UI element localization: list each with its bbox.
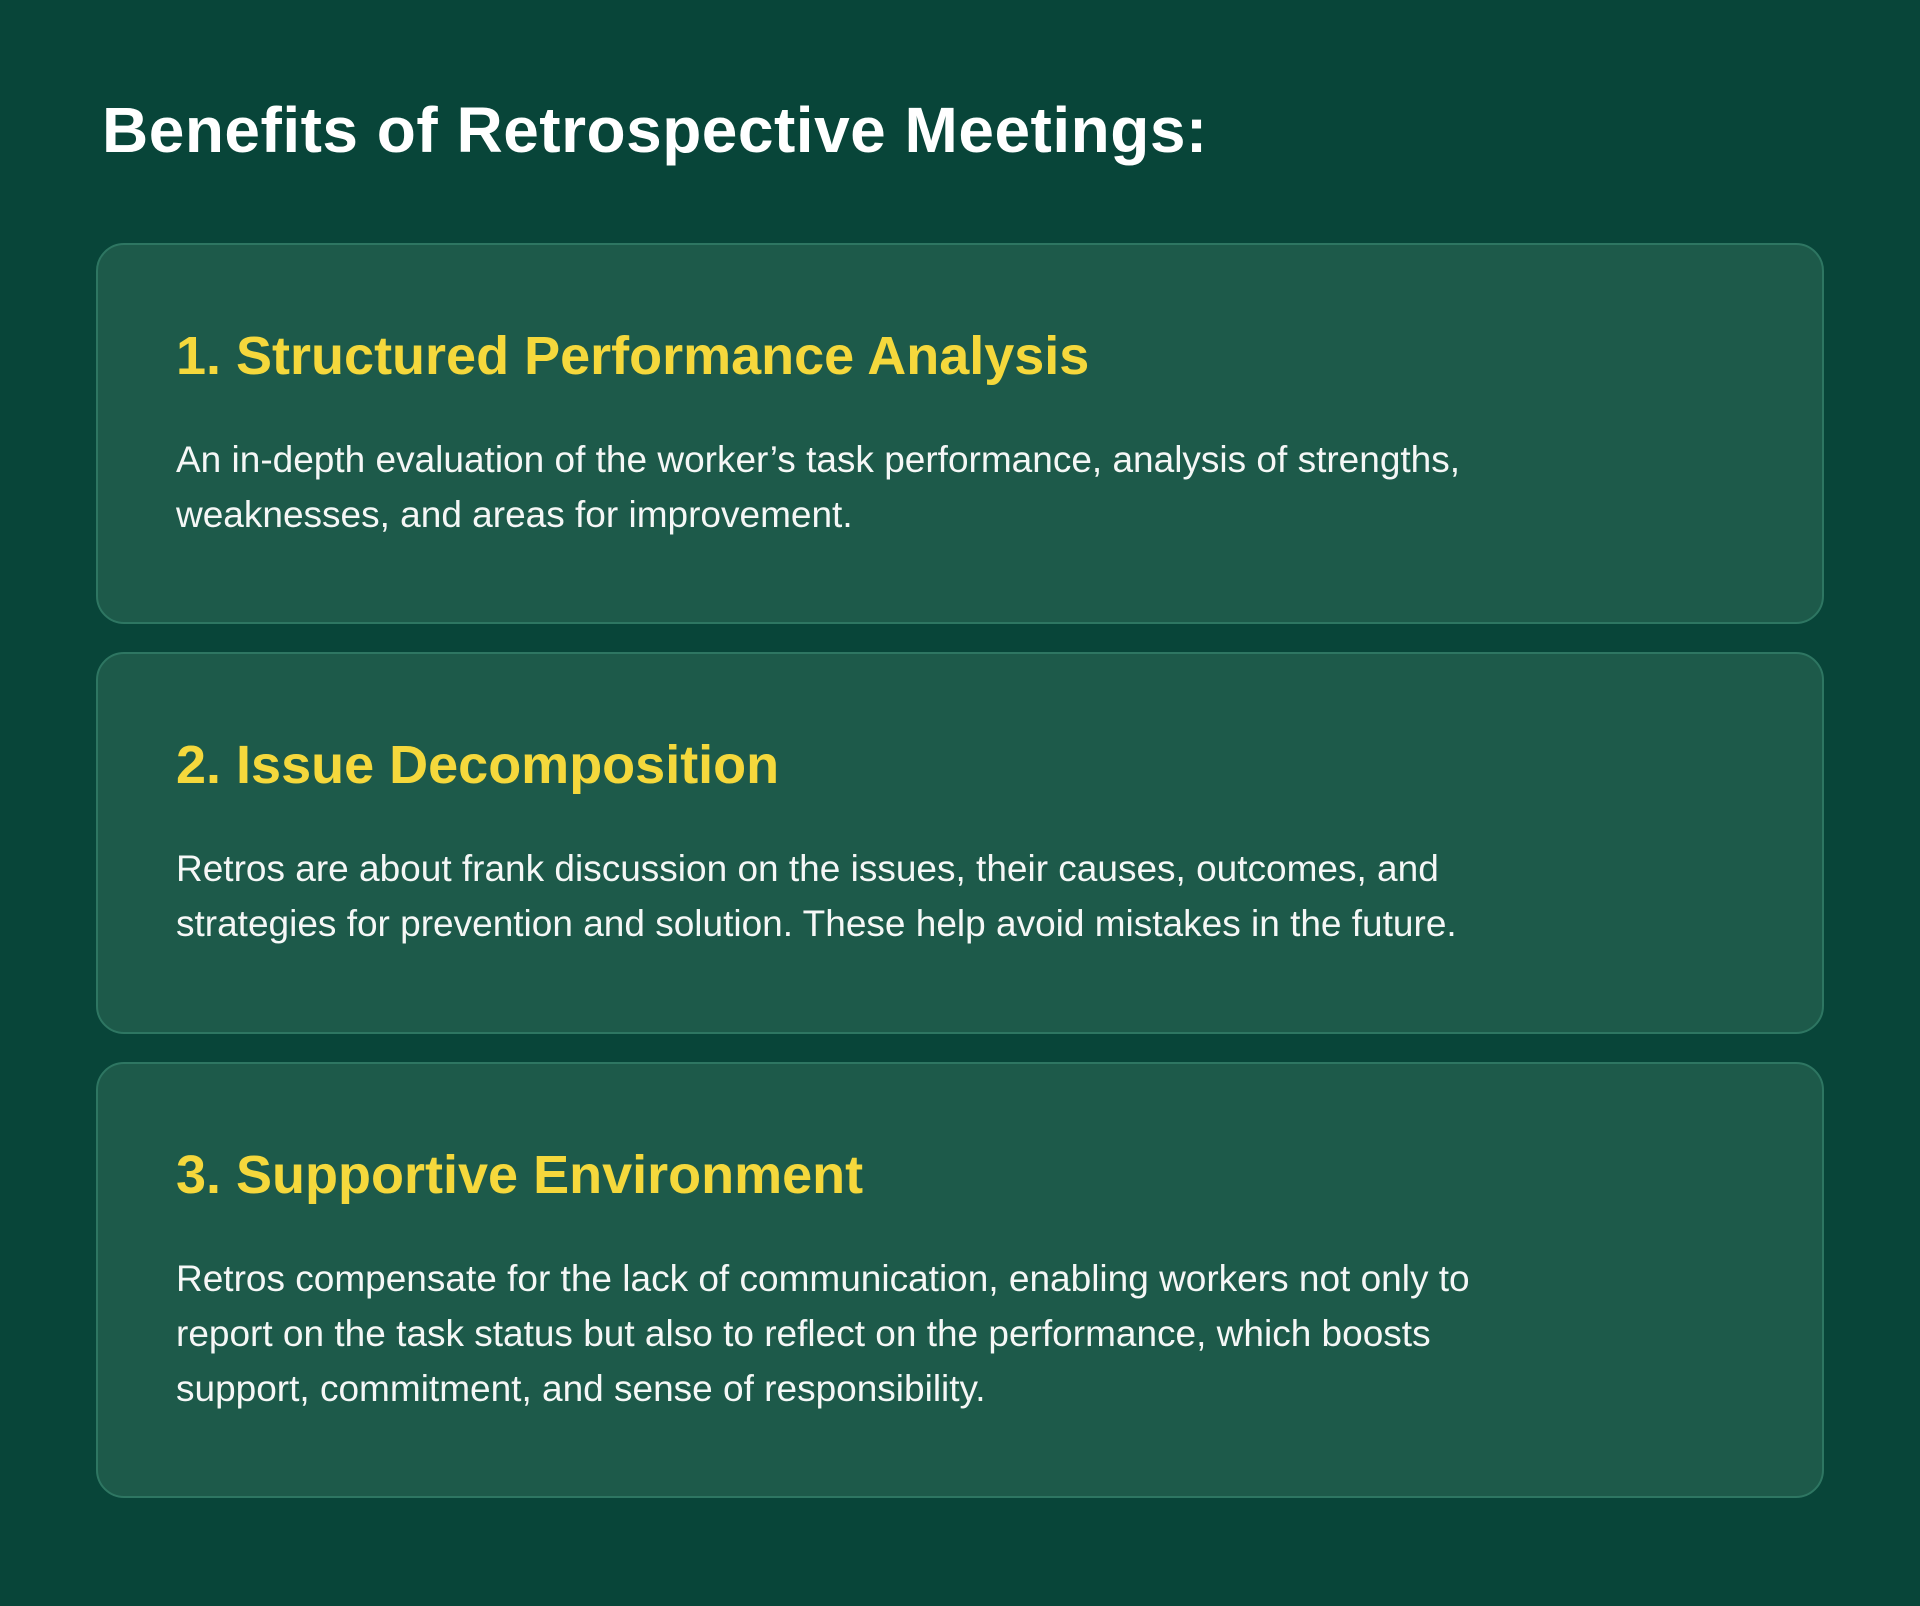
benefits-card-list: 1. Structured Performance Analysis An in… xyxy=(96,242,1824,1499)
card-heading: 1. Structured Performance Analysis xyxy=(176,325,1090,386)
card-heading: 2. Issue Decomposition xyxy=(176,735,780,796)
benefit-card-issue-decomposition: 2. Issue Decomposition Retros are about … xyxy=(96,652,1824,1034)
benefit-card-supportive-environment: 3. Supportive Environment Retros compens… xyxy=(96,1061,1824,1499)
card-body: Retros compensate for the lack of commun… xyxy=(176,1258,1470,1409)
benefit-card-structured-performance-analysis: 1. Structured Performance Analysis An in… xyxy=(96,242,1824,625)
card-body: An in-depth evaluation of the worker’s t… xyxy=(176,438,1461,535)
card-heading: 3. Supportive Environment xyxy=(176,1144,864,1205)
card-body: Retros are about frank discussion on the… xyxy=(176,848,1457,945)
page-title: Benefits of Retrospective Meetings: xyxy=(102,94,1208,166)
